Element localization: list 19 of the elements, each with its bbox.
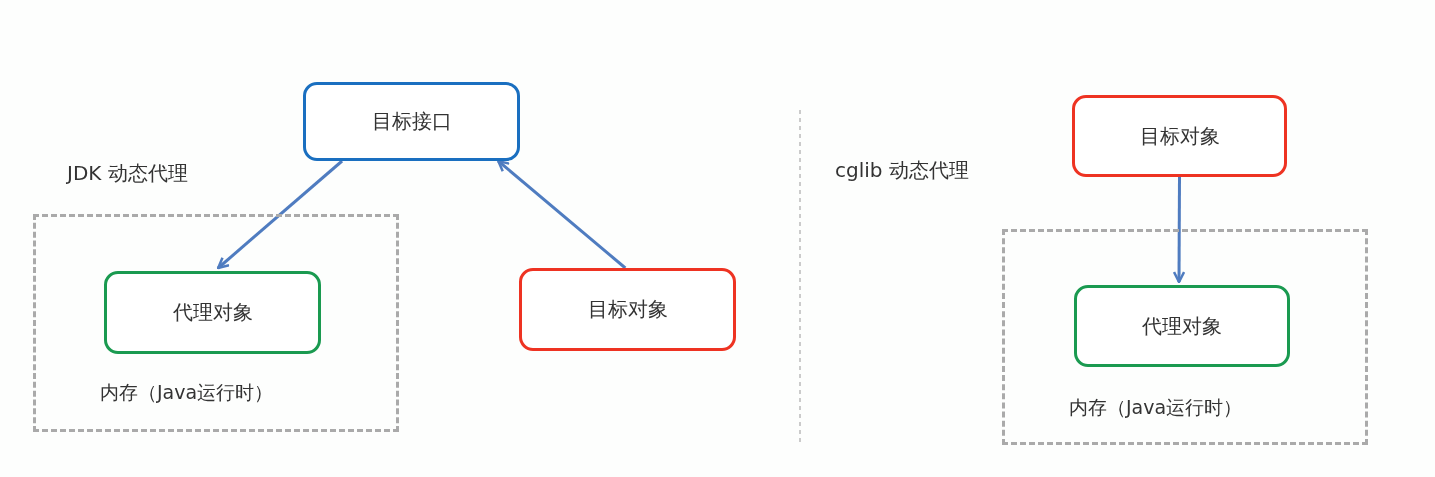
dashed-group-box	[33, 214, 399, 432]
node-label: 目标对象	[587, 296, 668, 323]
node-label: 代理对象	[1142, 312, 1222, 340]
process-box	[1074, 285, 1290, 367]
process-box	[519, 268, 736, 351]
process-box	[1072, 95, 1287, 177]
process-box	[104, 271, 321, 354]
group-label: 内存（Java运行时）	[100, 380, 274, 405]
dashed-group-box	[1002, 229, 1368, 445]
group-label: 内存（Java运行时）	[1069, 395, 1243, 420]
node-label: 代理对象	[172, 299, 253, 326]
node-label: 目标对象	[1139, 122, 1220, 150]
arrow	[497, 159, 627, 270]
node-label: 目标接口	[371, 108, 452, 135]
arrow	[1172, 177, 1186, 284]
process-box	[303, 82, 520, 161]
arrow	[216, 159, 344, 270]
section-title: JDK 动态代理	[67, 160, 188, 187]
section-title: cglib 动态代理	[835, 157, 969, 184]
